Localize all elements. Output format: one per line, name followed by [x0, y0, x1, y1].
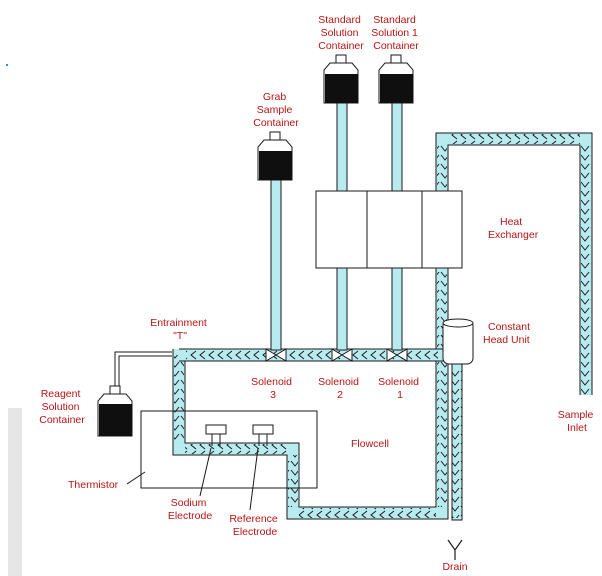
sample-inlet-label: Sample Inlet	[558, 409, 597, 434]
heat-exchanger-label: Heat Exchanger	[488, 216, 539, 241]
standard-solution-1-container	[378, 54, 414, 104]
sample-inlet-pipe	[172, 132, 593, 520]
entrainment-label: Entrainment "T"	[150, 317, 210, 342]
grab-sample-pipe	[270, 177, 282, 351]
sodium-leader	[199, 447, 212, 497]
reagent-tube	[114, 351, 172, 386]
reference-leader	[249, 447, 259, 511]
solenoid-valve-3	[265, 348, 287, 362]
reference-electrode-label: Reference Electrode	[229, 513, 280, 538]
reference-electrode	[252, 424, 274, 446]
thermistor-leader	[126, 471, 146, 485]
sidebar-strip	[8, 408, 22, 576]
flowcell	[140, 410, 318, 489]
heat-exchanger	[315, 190, 463, 269]
standard-solution-container	[323, 54, 359, 104]
drain-pipe	[451, 361, 463, 521]
solenoid-1-label: Solenoid 1	[378, 376, 422, 401]
corner-mark	[6, 64, 8, 66]
grab-sample-container	[257, 131, 293, 181]
grab-sample-label: Grab Sample Container	[253, 91, 299, 129]
drain-label: Drain	[442, 561, 467, 573]
sodium-electrode	[205, 424, 227, 446]
flowcell-label: Flowcell	[351, 438, 389, 450]
solenoid-3-label: Solenoid 3	[251, 376, 295, 401]
drain-icon	[447, 539, 463, 560]
constant-head-label: Constant Head Unit	[483, 321, 533, 346]
solenoid-valve-2	[331, 348, 353, 362]
standard-solution-1-label: Standard Solution 1 Container	[371, 14, 421, 52]
solenoid-2-label: Solenoid 2	[318, 376, 362, 401]
reagent-solution-container	[97, 385, 133, 437]
thermistor-label: Thermistor	[68, 479, 119, 491]
solenoid-valve-1	[386, 348, 408, 362]
reagent-label: Reagent Solution Container	[39, 388, 85, 426]
constant-head-unit	[442, 318, 474, 365]
sodium-electrode-label: Sodium Electrode	[168, 497, 213, 522]
standard-solution-label: Standard Solution Container	[318, 14, 364, 52]
